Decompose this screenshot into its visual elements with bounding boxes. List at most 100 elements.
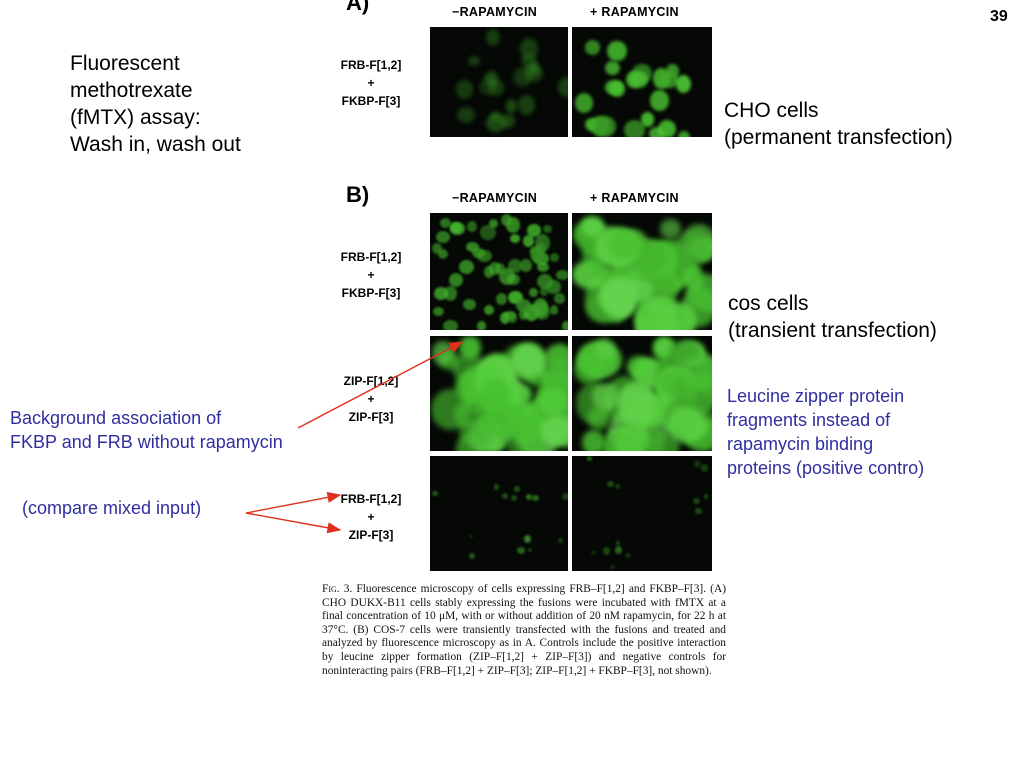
fluorescent-cell [575,93,593,113]
fluorescent-cell [496,292,507,305]
fluorescent-cell [527,548,533,553]
fluorescent-cell [534,304,550,320]
fluorescent-cell [609,564,615,569]
fluorescent-cell [532,495,540,502]
background-association-arrow [297,341,464,429]
fluorescent-cell [594,116,616,137]
fluorescent-cell [440,218,451,229]
fluorescent-cell [488,79,505,96]
fluorescent-cell [680,354,712,390]
fluorescent-cell [436,230,451,244]
fluorescent-cell [511,495,518,502]
slide-number: 39 [990,8,1008,25]
fluorescent-cell [594,338,616,360]
fluorescent-cell [573,353,604,385]
fluorescent-cell [493,483,500,490]
fluorescent-cell [485,71,498,87]
fluorescent-cell [648,126,665,137]
fluorescent-cell [614,545,623,555]
compare-mixed-input-note: (compare mixed input) [22,498,202,518]
fluorescent-cell [502,492,508,499]
fluorescent-cell [518,95,535,116]
micrograph-b1-plus-rapamycin [572,213,712,330]
fluorescent-cell [527,223,541,237]
panel-a-col-plus-rapamycin: + RAPAMYCIN [590,5,679,19]
fluorescent-cell [544,390,567,411]
panel-a-row-frb-fkbp: FRB-F[1,2] + FKBP-F[3] [340,58,402,108]
panel-a-letter: A) [346,0,370,15]
fluorescent-cell [477,321,486,330]
fluorescent-cell [627,356,651,378]
fluorescent-cell [509,233,521,244]
fluorescent-cell [479,379,512,415]
caption-text: Fluorescence microscopy of cells express… [322,583,726,677]
fluorescent-cell [607,481,614,488]
fluorescent-cell [478,77,497,95]
fluorescent-cell [512,343,546,381]
fluorescent-cell [513,67,533,88]
assay-note: Fluorescent methotrexate (fMTX) assay: W… [70,52,241,156]
fluorescent-cell [458,336,482,359]
panel-b-col-minus-rapamycin: −RAPAMYCIN [452,191,538,205]
fluorescent-cell [438,249,449,260]
fluorescent-cell [530,245,544,263]
fluorescent-cell [448,272,463,287]
panel-b-letter: B) [346,182,370,207]
fluorescent-cell [516,547,525,554]
fluorescent-cell [536,261,549,272]
panel-b-row-frb-fkbp: FRB-F[1,2] + FKBP-F[3] [340,250,402,300]
fluorescent-cell [489,219,499,228]
background-association-note: Background association of FKBP and FRB w… [10,408,283,452]
fluorescent-cell [545,358,568,392]
fluorescent-cell [432,243,442,255]
fluorescent-cell [557,537,564,543]
fluorescent-cell [540,415,568,447]
fluorescent-cell [625,553,632,558]
fluorescent-cell [608,229,643,261]
fluorescent-cell [613,423,651,451]
leucine-zipper-note: Leucine zipper protein fragments instead… [727,386,925,478]
fluorescent-cell [514,485,521,492]
fluorescent-cell [469,534,474,539]
fluorescent-cell [520,52,537,69]
fluorescent-cell [628,70,648,89]
fluorescent-cell [490,111,501,121]
fluorescent-cell [695,507,702,514]
micrograph-a-minus-rapamycin [430,27,568,137]
fluorescent-cell [523,235,534,247]
fluorescent-cell [528,287,539,298]
fluorescent-cell [450,222,462,233]
fluorescent-cell [433,307,445,317]
fluorescent-cell [466,220,477,233]
fluorescent-cell [694,460,702,469]
fluorescent-cell [519,258,532,272]
fluorescent-cell [657,310,679,330]
fluorescent-cell [463,299,477,310]
micrograph-b2-plus-rapamycin [572,336,712,451]
fluorescent-cell [516,298,532,312]
fluorescent-cell [586,456,592,461]
fluorescent-cell [616,382,657,426]
fluorescent-cell [652,67,671,89]
fluorescent-cell [591,550,596,555]
fluorescent-cell [562,492,568,500]
compare-arrow-to-frb-fkbp [245,491,342,514]
fluorescent-cell [505,99,518,113]
micrograph-b3-minus-rapamycin [430,456,568,571]
fluorescent-cell [602,546,611,556]
panel-b-row-zip-zip: ZIP-F[1,2] + ZIP-F[3] [343,374,399,424]
fluorescent-cell [703,494,709,500]
fluorescent-cell [607,40,627,62]
fluorescent-cell [500,213,512,226]
fluorescent-cell [604,60,620,76]
fluorescent-cell [476,250,492,262]
fluorescent-cell [592,382,620,411]
fluorescent-cell [484,265,494,278]
fluorescent-cell [650,90,669,111]
fluorescent-cell [681,265,704,290]
micrograph-a-plus-rapamycin [572,27,712,137]
fluorescent-cell [675,74,691,93]
fluorescent-cell [615,540,621,545]
fluorescent-cell [623,120,645,137]
